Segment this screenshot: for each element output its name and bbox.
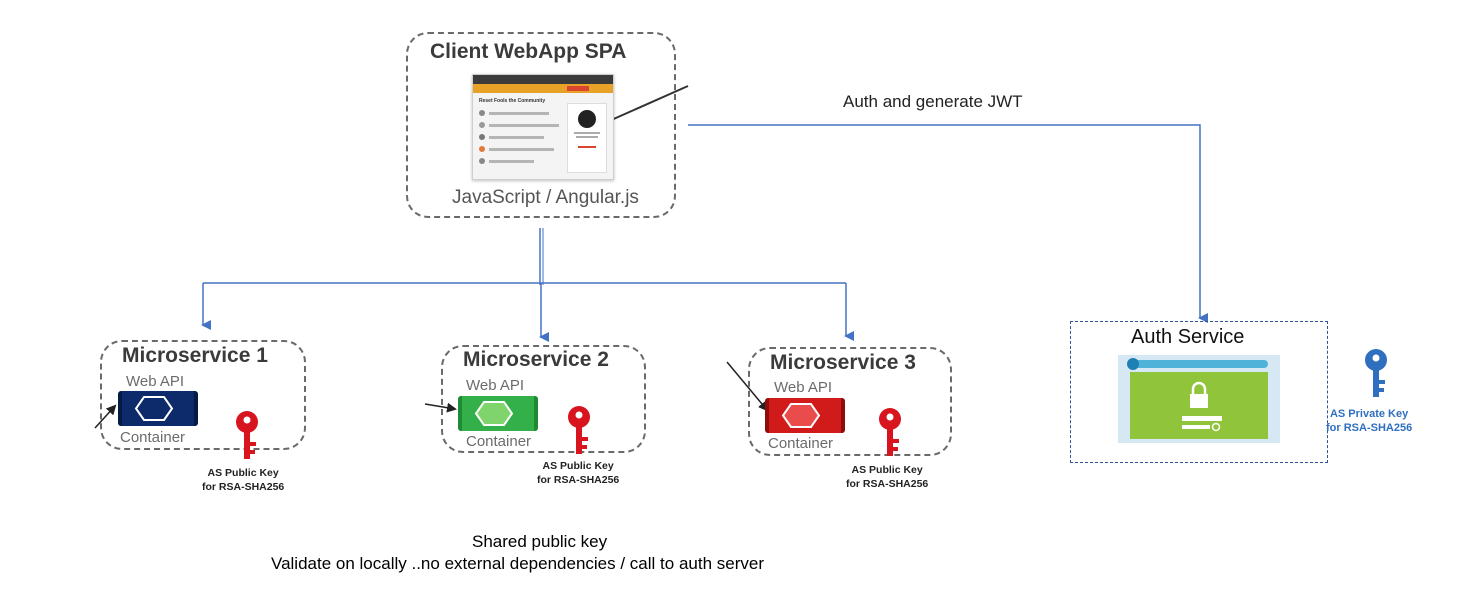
auth-private-key-icon bbox=[1365, 349, 1387, 397]
microservice-3-key-icon bbox=[879, 408, 901, 456]
auth-flow-label: Auth and generate JWT bbox=[843, 92, 1023, 111]
ms2-incoming-arrow bbox=[424, 402, 457, 413]
hexagon-icon bbox=[781, 403, 821, 428]
microservice-2-webapi-label: Web API bbox=[466, 377, 525, 394]
ms3-incoming-arrow bbox=[726, 361, 769, 412]
microservice-3-box bbox=[748, 347, 952, 456]
microservice-2-key-icon bbox=[568, 406, 590, 454]
auth-service-title: Auth Service bbox=[1131, 326, 1245, 348]
microservice-3-key-caption: AS Public Key for RSA-SHA256 bbox=[846, 463, 928, 491]
client-webapp-box bbox=[406, 32, 676, 218]
microservice-1-box bbox=[100, 340, 306, 450]
auth-private-key-line1: AS Private Key bbox=[1329, 408, 1409, 420]
screenshot-heading: Reset Fools the Community bbox=[479, 98, 546, 104]
microservice-1-webapi-label: Web API bbox=[126, 373, 185, 390]
microservice-3-container-icon bbox=[765, 398, 845, 433]
auth-service-box bbox=[1070, 321, 1328, 463]
microservice-3-webapi-label: Web API bbox=[774, 379, 833, 396]
microservice-3-container-label: Container bbox=[768, 435, 834, 452]
client-pointer-line bbox=[599, 85, 689, 126]
hexagon-icon bbox=[134, 396, 174, 421]
microservice-1-key-line1: AS Public Key bbox=[207, 467, 279, 479]
microservice-2-key-caption: AS Public Key for RSA-SHA256 bbox=[537, 459, 619, 487]
client-screenshot: Reset Fools the Community bbox=[472, 74, 614, 180]
footer-text: Validate on locally ..no external depend… bbox=[271, 554, 764, 573]
auth-route-line bbox=[688, 124, 1208, 323]
microservice-1-key-caption: AS Public Key for RSA-SHA256 bbox=[202, 466, 284, 494]
microservice-1-container-label: Container bbox=[120, 429, 186, 446]
microservice-2-box bbox=[441, 345, 646, 453]
microservice-3-key-line1: AS Public Key bbox=[851, 464, 923, 476]
microservice-1-key-line2: for RSA-SHA256 bbox=[202, 481, 285, 493]
microservice-1-key-icon bbox=[236, 411, 258, 459]
microservice-3-key-line2: for RSA-SHA256 bbox=[846, 478, 929, 490]
microservice-1-title: Microservice 1 bbox=[122, 344, 268, 367]
footer-heading: Shared public key bbox=[472, 532, 608, 551]
microservice-3-title: Microservice 3 bbox=[770, 351, 916, 374]
microservice-2-key-line1: AS Public Key bbox=[542, 460, 614, 472]
auth-service-panel bbox=[1118, 355, 1280, 443]
lock-icon bbox=[1182, 381, 1222, 432]
hexagon-icon bbox=[474, 401, 514, 426]
microservice-2-key-line2: for RSA-SHA256 bbox=[537, 474, 620, 486]
ms1-incoming-arrow bbox=[94, 404, 117, 429]
microservice-2-container-icon bbox=[458, 396, 538, 431]
microservice-1-container-icon bbox=[118, 391, 198, 426]
auth-private-key-caption: AS Private Key for RSA-SHA256 bbox=[1326, 407, 1412, 435]
microservice-2-container-label: Container bbox=[466, 433, 532, 450]
microservice-2-title: Microservice 2 bbox=[463, 348, 609, 371]
client-title: Client WebApp SPA bbox=[430, 40, 627, 63]
auth-private-key-line2: for RSA-SHA256 bbox=[1326, 422, 1413, 434]
client-subtitle: JavaScript / Angular.js bbox=[452, 187, 639, 208]
